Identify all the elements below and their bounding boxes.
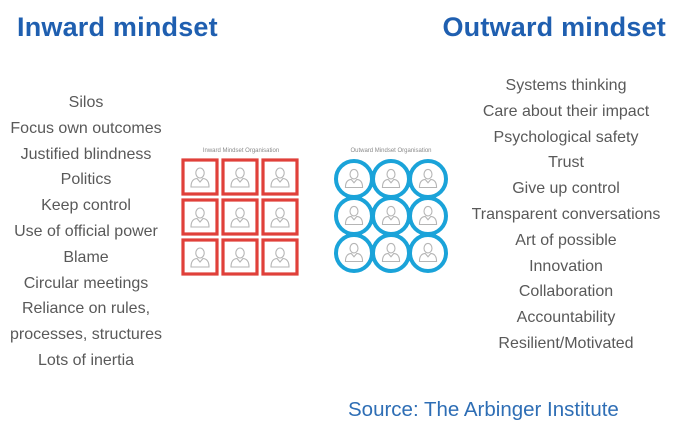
outward-mindset-title: Outward mindset (442, 12, 666, 42)
person-icon (270, 247, 290, 268)
inward-person-box (261, 238, 299, 276)
list-item: Accountability (516, 309, 616, 327)
person-icon (270, 207, 290, 228)
outward-person-circle (408, 159, 448, 199)
list-item: Systems thinking (505, 77, 627, 94)
inward-person-box (261, 158, 299, 196)
person-icon (418, 168, 438, 189)
person-icon (190, 247, 210, 268)
inward-person-box (261, 198, 299, 236)
list-item: Focus own outcomes (10, 119, 162, 137)
person-icon (381, 168, 401, 189)
outward-person-circle (371, 196, 411, 236)
outward-organisation-grid (334, 159, 448, 273)
outward-person-circle (334, 196, 374, 236)
inward-person-box (221, 158, 259, 196)
list-item: Reliance on rules, (21, 300, 151, 318)
outward-person-circle (408, 196, 448, 236)
person-icon (344, 242, 364, 263)
person-icon (190, 207, 210, 228)
inward-person-box (221, 238, 259, 276)
inward-person-box (181, 158, 219, 196)
list-item: Lots of inertia (37, 351, 135, 369)
inward-person-box (221, 198, 259, 236)
list-item: Keep control (41, 197, 131, 215)
list-item: Trust (548, 154, 584, 172)
person-icon (230, 247, 250, 268)
list-item: Transparent conversations (471, 205, 661, 223)
inward-person-box (181, 238, 219, 276)
person-icon (190, 167, 210, 188)
list-item: Use of official power (14, 222, 158, 240)
inward-organisation-caption: Inward Mindset Organisation (202, 148, 280, 154)
inward-person-box (181, 198, 219, 236)
list-item: Psychological safety (493, 128, 639, 146)
list-item: Innovation (529, 257, 603, 275)
outward-person-circle (334, 159, 374, 199)
person-icon (270, 167, 290, 188)
list-item: Art of possible (515, 231, 617, 249)
inward-mindset-title: Inward mindset (17, 12, 218, 42)
person-icon (230, 207, 250, 228)
list-item: Circular meetings (23, 274, 149, 292)
list-item: Care about their impact (482, 102, 650, 120)
outward-person-circle (371, 159, 411, 199)
person-icon (418, 242, 438, 263)
outward-organisation-caption: Outward Mindset Organisation (350, 148, 432, 154)
person-icon (344, 205, 364, 226)
person-icon (230, 167, 250, 188)
inward-mindset-list: Silos Focus own outcomes Justified blind… (0, 90, 172, 374)
outward-person-circle (334, 233, 374, 273)
list-item: processes, structures (9, 326, 163, 344)
inward-organisation-grid (181, 158, 299, 276)
person-icon (418, 205, 438, 226)
person-icon (381, 242, 401, 263)
source-credit: Source: The Arbinger Institute (348, 398, 619, 421)
outward-person-circle (408, 233, 448, 273)
outward-person-circle (371, 233, 411, 273)
outward-mindset-list: Systems thinking Care about their impact… (456, 73, 676, 357)
list-item: Politics (60, 171, 112, 189)
list-item: Give up control (512, 180, 620, 198)
person-icon (381, 205, 401, 226)
list-item: Collaboration (518, 283, 614, 301)
person-icon (344, 168, 364, 189)
list-item: Resilient/Motivated (498, 334, 634, 352)
list-item: Blame (63, 248, 109, 266)
list-item: Justified blindness (20, 145, 152, 163)
list-item: Silos (68, 94, 104, 111)
